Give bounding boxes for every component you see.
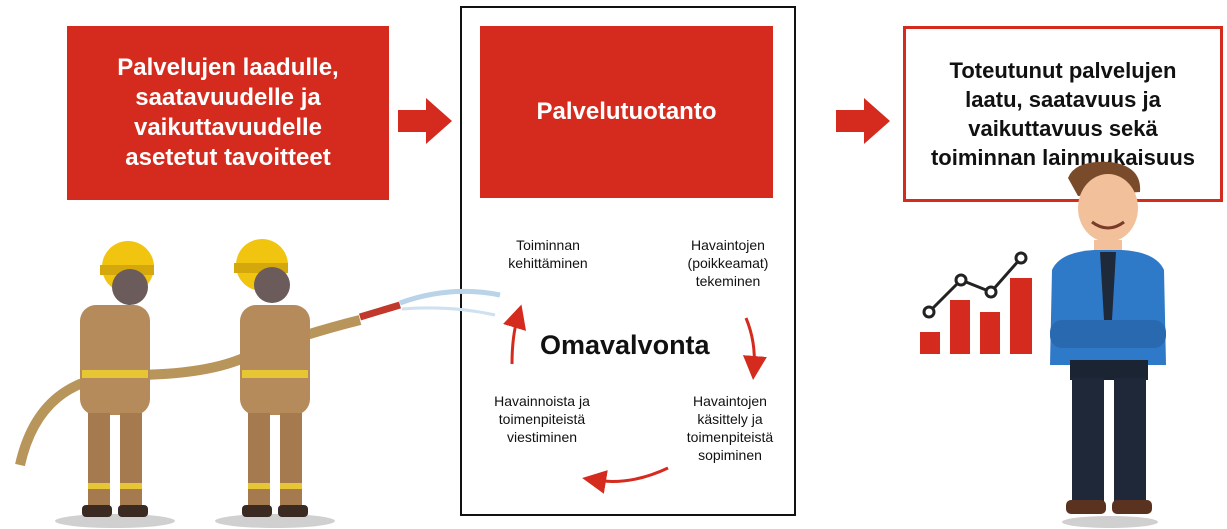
production-box: Palvelutuotanto — [480, 26, 773, 198]
arrow-right-icon — [836, 98, 890, 144]
cycle-step-handling: Havaintojen käsittely ja toimenpiteistä … — [670, 392, 790, 464]
firefighter-illustration — [15, 239, 501, 528]
result-line-4: toiminnan lainmukaisuus — [930, 145, 1196, 170]
cycle-arrow-icon — [503, 304, 527, 365]
arrow-right-icon — [398, 98, 452, 144]
step-text: tekeminen — [695, 273, 761, 289]
cycle-title: Omavalvonta — [540, 330, 710, 360]
cycle-step-observations: Havaintojen (poikkeamat) tekeminen — [668, 236, 788, 290]
step-text: (poikkeamat) — [687, 255, 769, 271]
step-text: käsittely ja — [697, 411, 763, 427]
result-line-1: Toteutunut palvelujen — [949, 58, 1177, 83]
cycle-arrow-icon — [742, 317, 767, 380]
step-text: Toiminnan — [516, 237, 580, 253]
cycle-step-development: Toiminnan kehittäminen — [488, 236, 608, 272]
step-text: Havaintojen — [693, 393, 767, 409]
goals-line-4: asetetut tavoitteet — [125, 144, 331, 171]
result-line-2: laatu, saatavuus ja — [965, 87, 1161, 112]
goals-line-1: Palvelujen laadulle, — [117, 54, 339, 81]
step-text: kehittäminen — [508, 255, 588, 271]
goals-box: Palvelujen laadulle, saatavuudelle ja va… — [67, 26, 389, 200]
bar-chart-icon — [920, 251, 1032, 354]
production-label: Palvelutuotanto — [536, 98, 717, 125]
result-line-3: vaikuttavuus sekä — [968, 116, 1158, 141]
cycle-arrows — [503, 304, 767, 494]
cycle-step-communication: Havainnoista ja toimenpiteistä viestimin… — [472, 392, 612, 446]
goals-line-2: saatavuudelle ja — [135, 84, 321, 111]
step-text: toimenpiteistä — [498, 411, 586, 427]
goals-line-3: vaikuttavuudelle — [133, 114, 323, 141]
step-text: sopiminen — [698, 447, 762, 463]
result-box: Toteutunut palvelujen laatu, saatavuus j… — [903, 26, 1223, 202]
production-frame — [460, 6, 796, 516]
businessman-illustration — [1050, 161, 1166, 528]
step-text: toimenpiteistä — [686, 429, 774, 445]
cycle-arrow-icon — [582, 466, 669, 494]
step-text: Havaintojen — [691, 237, 765, 253]
step-text: viestiminen — [506, 429, 578, 445]
step-text: Havainnoista ja — [494, 393, 590, 409]
